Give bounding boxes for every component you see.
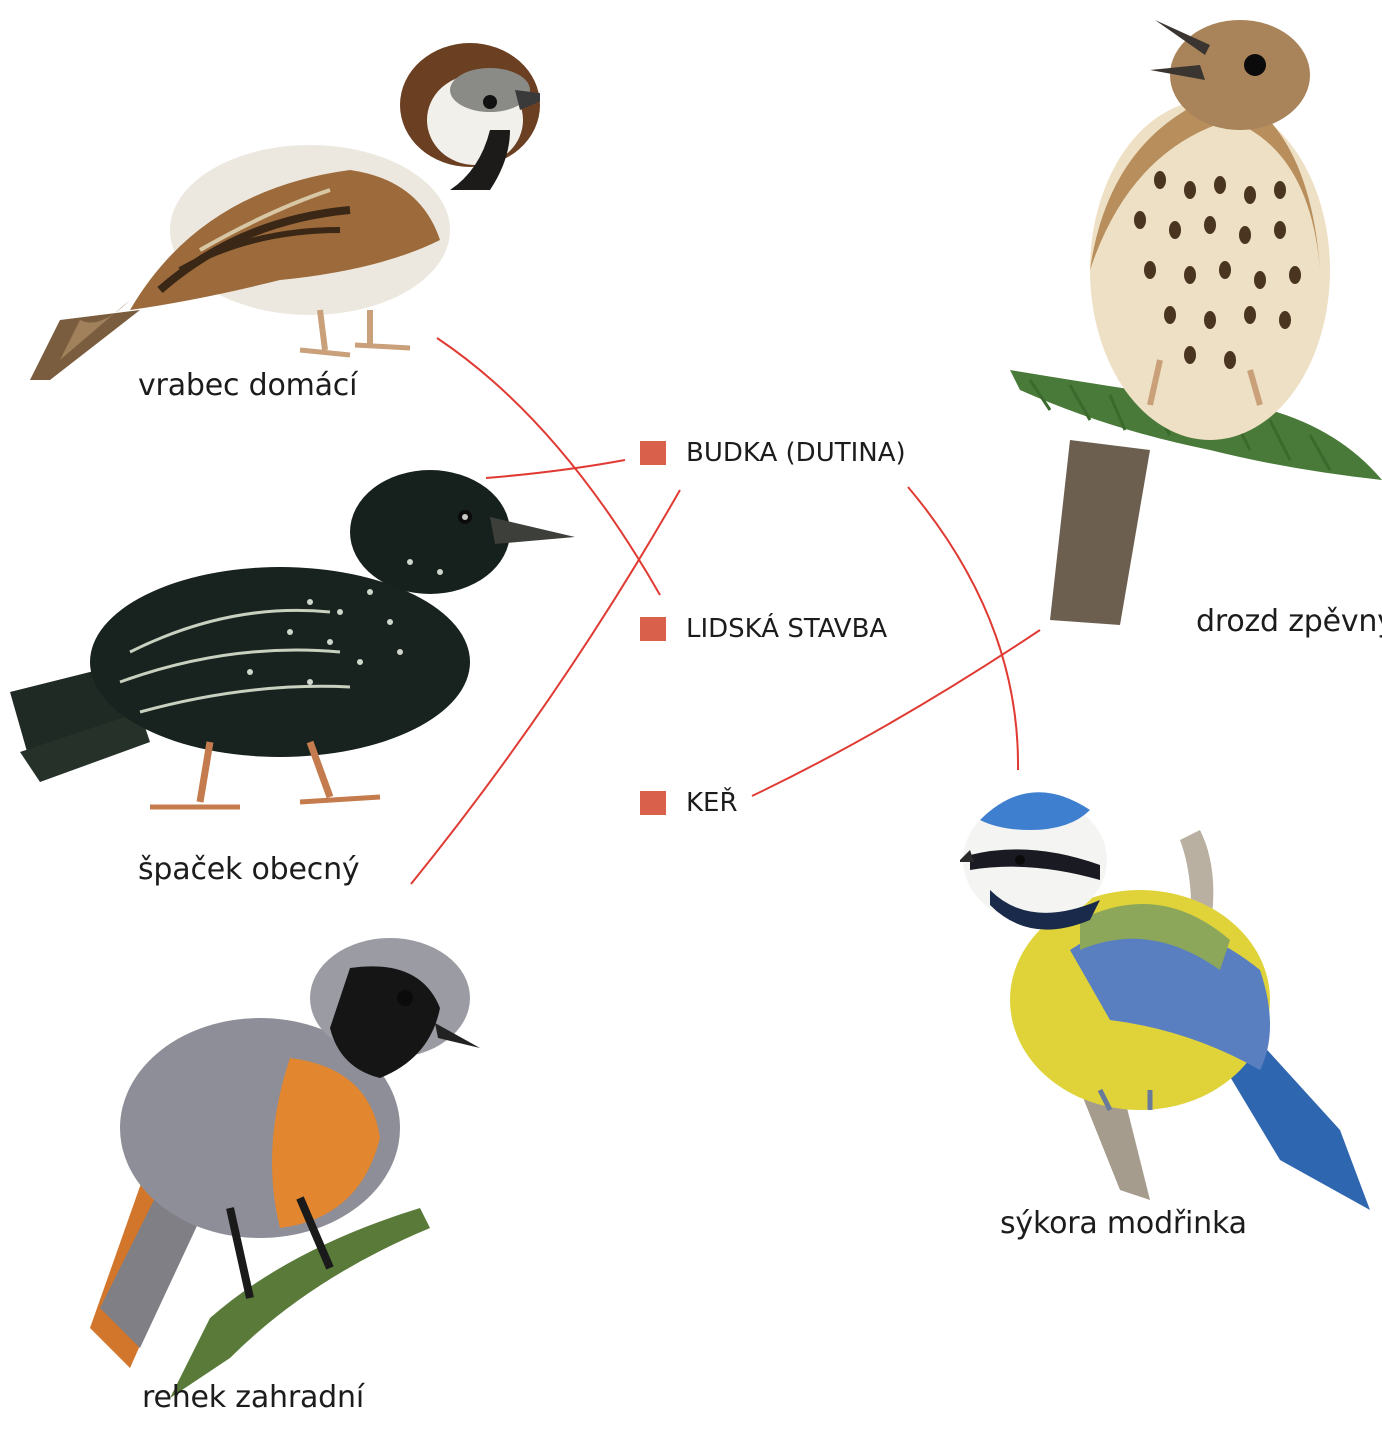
option-lidska-stavba: LIDSKÁ STAVBA bbox=[640, 614, 887, 644]
redstart-label: rehek zahradní bbox=[142, 1380, 364, 1415]
starling-label: špaček obecný bbox=[138, 852, 359, 887]
sparrow-illustration bbox=[20, 20, 540, 380]
blue-tit-illustration bbox=[960, 770, 1382, 1210]
song-thrush-label: drozd zpěvný bbox=[1196, 604, 1382, 639]
option-marker bbox=[640, 441, 666, 465]
redstart-illustration bbox=[60, 928, 480, 1398]
option-marker bbox=[640, 791, 666, 815]
song-thrush-illustration bbox=[1010, 10, 1382, 630]
blue-tit-label: sýkora modřinka bbox=[1000, 1206, 1247, 1241]
option-label: KEŘ bbox=[686, 788, 738, 818]
option-label: BUDKA (DUTINA) bbox=[686, 438, 906, 468]
sparrow-label: vrabec domácí bbox=[138, 368, 357, 403]
line-bluetit-to-budka bbox=[908, 487, 1018, 770]
option-marker bbox=[640, 617, 666, 641]
option-label: LIDSKÁ STAVBA bbox=[686, 614, 887, 644]
starling-illustration bbox=[10, 462, 580, 832]
option-budka-dutina: BUDKA (DUTINA) bbox=[640, 438, 906, 468]
option-ker: KEŘ bbox=[640, 788, 738, 818]
